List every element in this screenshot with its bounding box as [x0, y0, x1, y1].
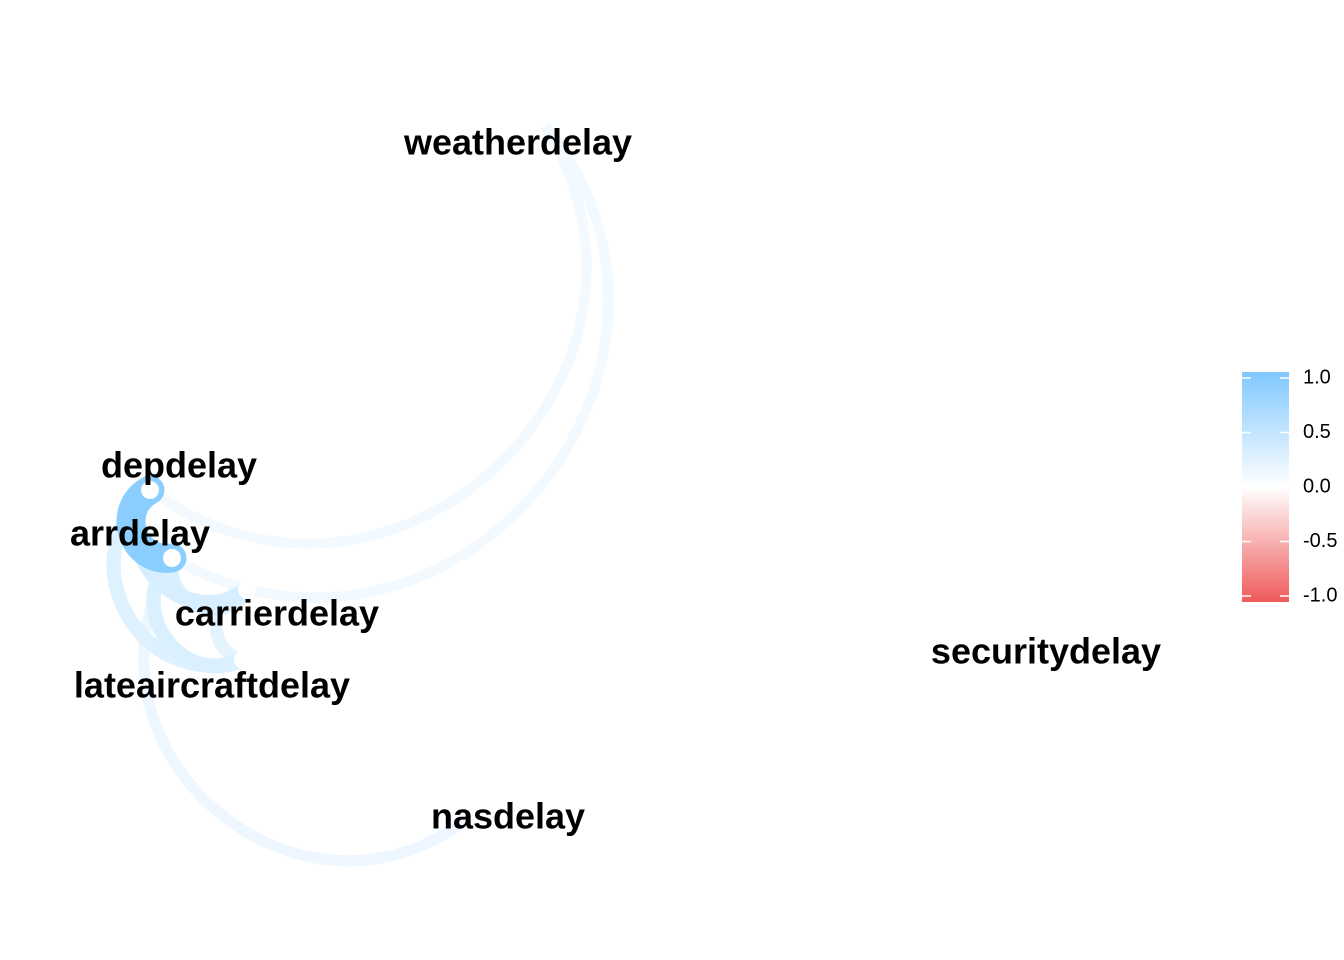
node-lateaircraftdelay [234, 651, 252, 669]
legend-tick-label: -1.0 [1303, 584, 1337, 606]
node-label-weatherdelay: weatherdelay [403, 122, 632, 163]
node-arrdelay [163, 549, 181, 567]
node-depdelay [141, 481, 159, 499]
node-label-lateaircraftdelay: lateaircraftdelay [74, 665, 350, 706]
node-label-securitydelay: securitydelay [931, 631, 1161, 672]
node-carrierdelay [238, 581, 256, 599]
node-securitydelay [1037, 616, 1055, 634]
edge-arrdelay-weatherdelay [166, 112, 614, 603]
edge-layer [106, 112, 614, 867]
legend-tick-label: 1.0 [1303, 366, 1331, 388]
node-label-depdelay: depdelay [101, 445, 257, 486]
edge-depdelay-weatherdelay [144, 112, 592, 549]
edge-depdelay-arrdelay [116, 475, 187, 573]
color-legend: 1.0 0.5 0.0 -0.5 -1.0 [1242, 366, 1337, 606]
legend-tick-label: 0.5 [1303, 421, 1331, 443]
node-label-nasdelay: nasdelay [431, 796, 585, 837]
node-label-arrdelay: arrdelay [70, 513, 210, 554]
legend-tick-label: -0.5 [1303, 530, 1337, 552]
label-layer: weatherdelay depdelay arrdelay carrierdelay… [70, 122, 1161, 837]
node-label-carrierdelay: carrierdelay [175, 593, 379, 634]
node-nasdelay [463, 806, 481, 824]
legend-tick-label: 0.0 [1303, 475, 1331, 497]
node-layer [141, 109, 1055, 824]
node-weatherdelay [531, 109, 549, 127]
